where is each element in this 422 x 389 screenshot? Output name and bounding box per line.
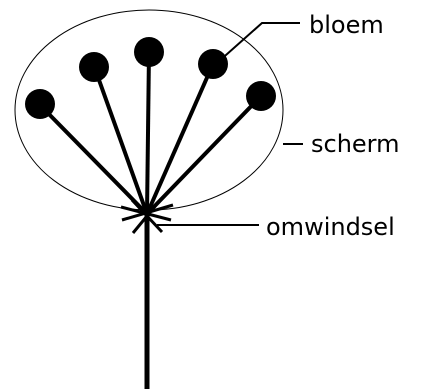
ray-1 bbox=[38, 103, 149, 216]
flower-2 bbox=[79, 52, 109, 82]
ray-3 bbox=[145, 51, 151, 215]
ray-5 bbox=[145, 94, 263, 216]
flower-pointer-line bbox=[216, 22, 300, 64]
flower-5 bbox=[246, 81, 276, 111]
ray-4 bbox=[145, 63, 215, 215]
flower-4 bbox=[198, 49, 228, 79]
flower-label: bloem bbox=[309, 11, 384, 39]
flower-3 bbox=[134, 37, 164, 67]
flower-1 bbox=[25, 89, 55, 119]
involucre-bracts bbox=[120, 198, 174, 235]
umbel-label: scherm bbox=[311, 130, 400, 158]
involucre-label: omwindsel bbox=[266, 213, 395, 241]
ray-2 bbox=[92, 65, 149, 215]
